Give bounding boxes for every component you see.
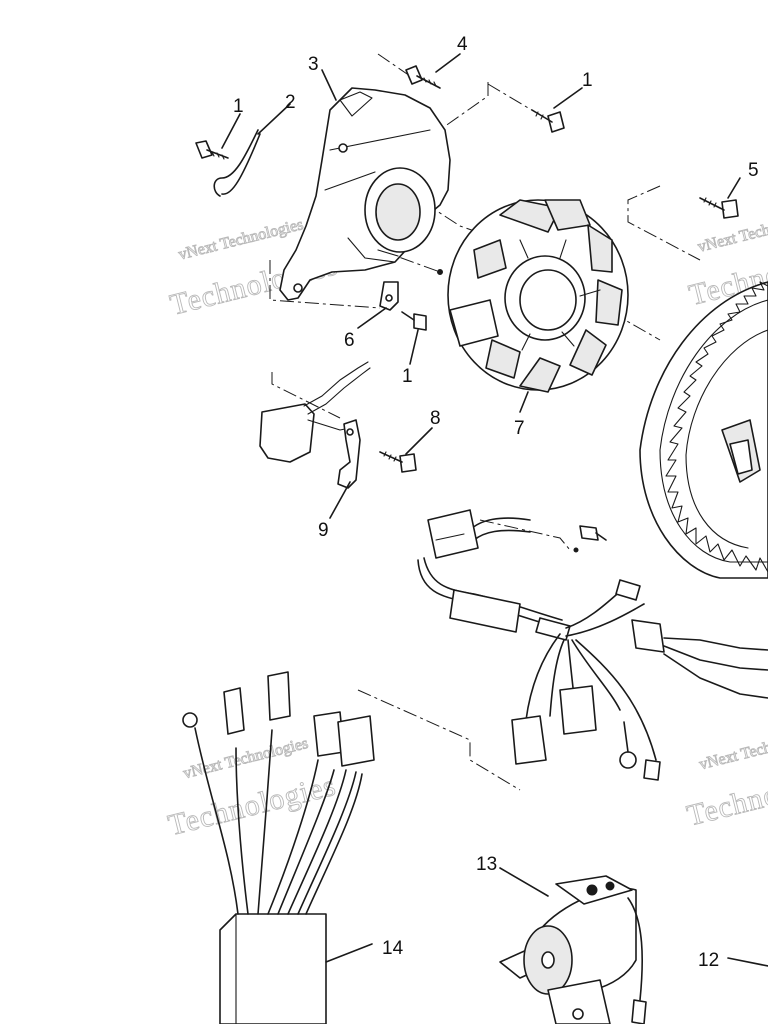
- callout-12: 12: [698, 950, 719, 971]
- part-1-screw-c: [401, 311, 427, 331]
- watermark-text: vNext Technologies: [698, 726, 768, 773]
- callout-labels: 1 2 3 4 1 5 6 1 7 8 9 13 14 12: [233, 34, 759, 971]
- watermark-text: vNext Technologies: [182, 735, 310, 782]
- part-8-screw: [379, 451, 417, 473]
- pickup-coil: [259, 361, 371, 463]
- flywheel: [639, 281, 768, 579]
- callout-5: 5: [748, 160, 759, 181]
- callout-9: 9: [318, 520, 329, 541]
- callout-1: 1: [402, 366, 413, 387]
- part-1-screw-a: [195, 140, 229, 160]
- part-5-screw: [699, 197, 739, 219]
- part-3-stator-mount-plate: [279, 87, 451, 301]
- part-1-screw-b: [531, 109, 565, 133]
- watermark-text-large: Technologies: [684, 759, 768, 833]
- callout-1: 1: [582, 70, 593, 91]
- part-13-starter-solenoid: [499, 867, 647, 1024]
- part-14-regulator: [182, 671, 375, 1024]
- part-6-bracket: [379, 281, 399, 311]
- callout-6: 6: [344, 330, 355, 351]
- part-2-clip-pin: [213, 129, 261, 197]
- watermark-text: vNext Technologies: [177, 216, 305, 263]
- callout-14: 14: [382, 938, 404, 959]
- callout-leaders: [221, 53, 768, 967]
- callout-1: 1: [233, 96, 244, 117]
- callout-3: 3: [308, 54, 319, 75]
- part-9-wire-clamp: [337, 419, 361, 489]
- part-4-screw: [405, 65, 441, 89]
- callout-7: 7: [514, 418, 525, 439]
- callout-4: 4: [457, 34, 468, 55]
- stator-wiring-harness: [417, 509, 768, 781]
- part-7-stator: [447, 199, 629, 393]
- callout-2: 2: [285, 92, 296, 113]
- callout-8: 8: [430, 408, 441, 429]
- callout-13: 13: [476, 854, 497, 875]
